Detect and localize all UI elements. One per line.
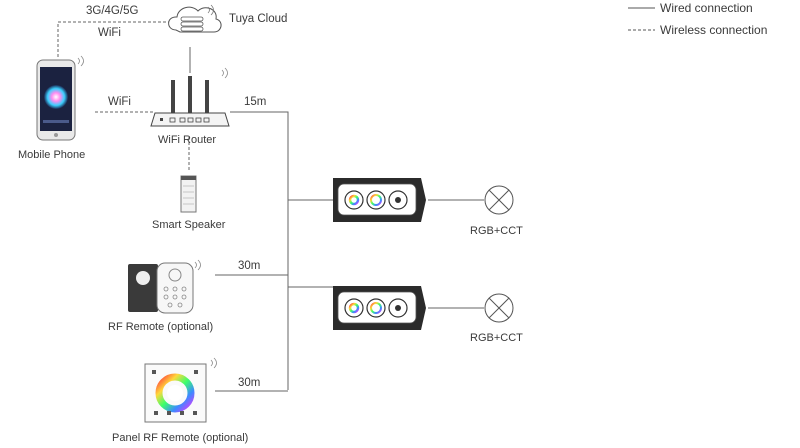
rf-remote-label: RF Remote (optional): [108, 321, 214, 333]
distance-panel-label: 30m: [238, 377, 261, 389]
wifi-router-label: WiFi Router: [158, 134, 217, 146]
wifi-label-mid: WiFi: [108, 96, 131, 108]
rf-remote-icon: [128, 259, 201, 314]
lamp-icon: [484, 293, 514, 323]
led-controller-icon: [333, 178, 426, 222]
cloud-label: Tuya Cloud: [229, 13, 288, 25]
mobile-phone-icon: [36, 55, 84, 141]
light-1-label: RGB+CCT: [470, 225, 523, 237]
phone-cloud-link: [57, 21, 170, 57]
network-label: 3G/4G/5G: [86, 5, 139, 17]
distance-router-label: 15m: [244, 96, 267, 108]
led-controller-icon: [333, 286, 426, 330]
panel-remote-icon: [144, 357, 217, 423]
smart-speaker-icon: [180, 175, 197, 213]
wireless-connections: [57, 21, 190, 172]
legend: [628, 7, 655, 31]
mobile-phone-label: Mobile Phone: [18, 149, 86, 161]
cloud-server-icon: [168, 4, 222, 33]
legend-wireless-label: Wireless connection: [660, 23, 768, 37]
legend-wired-label: Wired connection: [660, 1, 753, 15]
light-2-label: RGB+CCT: [470, 332, 523, 344]
panel-remote-label: Panel RF Remote (optional): [112, 432, 249, 444]
wired-connections: [189, 47, 484, 392]
wifi-label-top: WiFi: [98, 27, 121, 39]
distance-rf-label: 30m: [238, 260, 261, 272]
router-bus-link: [230, 111, 289, 390]
smart-speaker-label: Smart Speaker: [152, 219, 226, 231]
wifi-router-icon: [150, 67, 230, 127]
lamp-icon: [484, 185, 514, 215]
